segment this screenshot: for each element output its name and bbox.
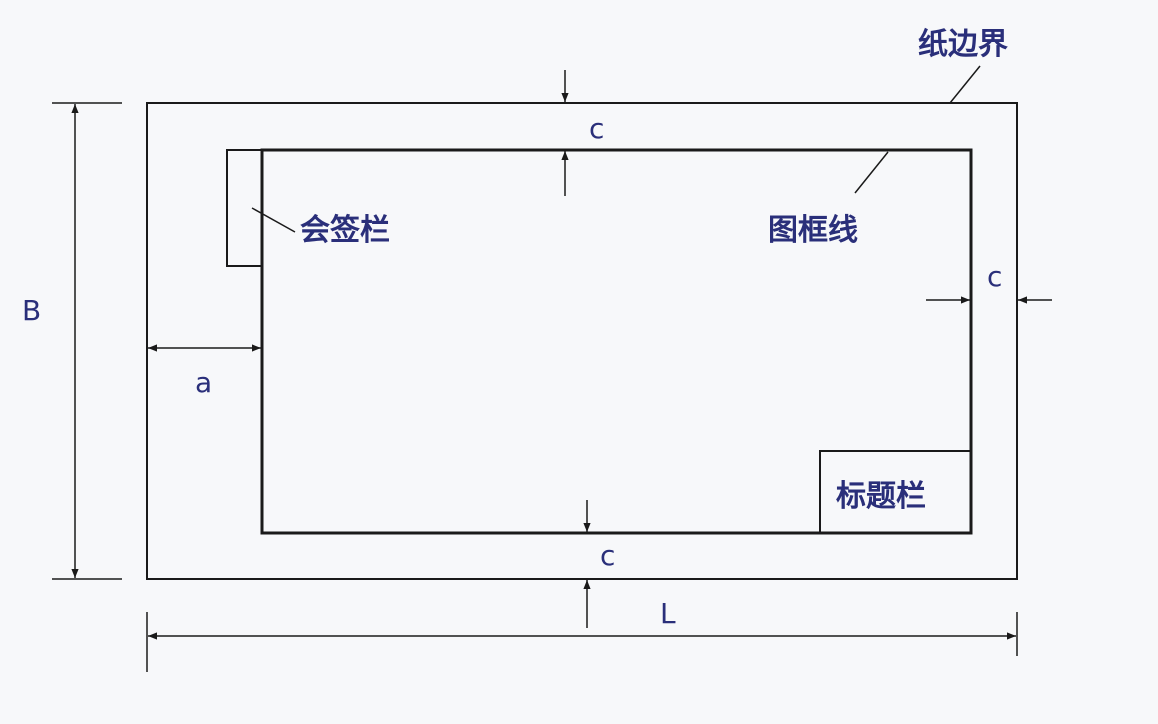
frame-line-leader <box>854 151 889 194</box>
signature-block <box>226 149 263 267</box>
drawing-frame <box>260 148 973 535</box>
bottom-margin-label: c <box>600 539 615 572</box>
title-block-label: 标题栏 <box>836 479 926 514</box>
height-label: B <box>22 294 41 327</box>
paper-border-label: 纸边界 <box>918 27 1008 62</box>
left-margin-label: a <box>195 366 212 399</box>
signature-block-leader <box>251 207 296 233</box>
paper-border <box>146 102 1018 580</box>
signature-block-label: 会签栏 <box>300 213 390 248</box>
top-margin-label: c <box>589 112 604 145</box>
paper-border-leader <box>949 65 981 104</box>
width-label: L <box>660 597 676 630</box>
frame-line-label: 图框线 <box>768 213 858 248</box>
right-margin-label: c <box>987 260 1002 293</box>
title-block-box <box>819 450 972 534</box>
